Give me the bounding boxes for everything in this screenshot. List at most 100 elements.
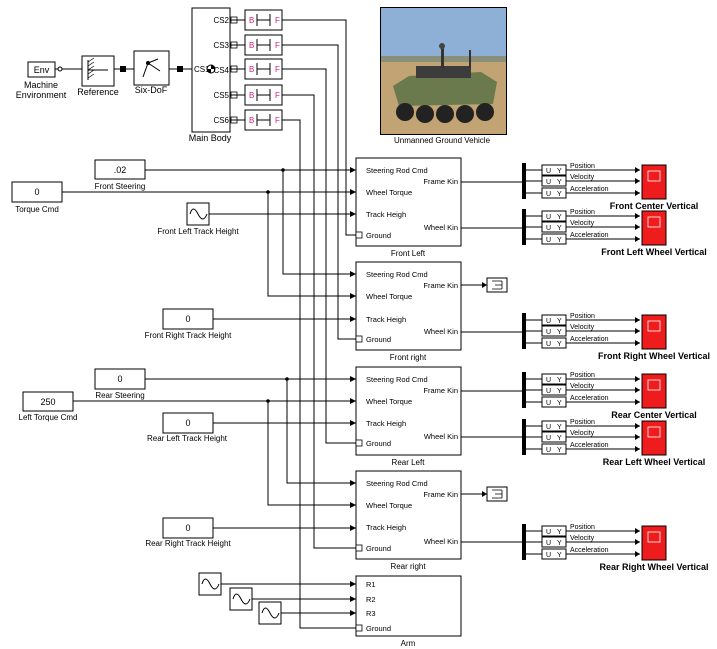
port-f-label: F bbox=[275, 116, 280, 125]
front-left-wheel-scope[interactable] bbox=[642, 211, 666, 245]
u-label: U bbox=[546, 424, 551, 431]
rear-center-scope[interactable] bbox=[642, 374, 666, 408]
left-torque-constant[interactable]: 250 bbox=[23, 392, 73, 411]
rear-left-subsystem[interactable]: Steering Rod Cmd Wheel Torque Track Heig… bbox=[356, 367, 461, 455]
rear-left-track-constant[interactable]: 0 bbox=[163, 413, 213, 433]
arm-r2-sine[interactable] bbox=[230, 588, 252, 610]
front-center-scope[interactable] bbox=[642, 165, 666, 199]
port-track-label: Track Heigh bbox=[366, 210, 406, 219]
front-right-track-constant[interactable]: 0 bbox=[163, 309, 213, 329]
port-steering-label: Steering Rod Cmd bbox=[366, 479, 428, 488]
port-b-label: B bbox=[249, 116, 254, 125]
front-right-subsystem[interactable]: Steering Rod Cmd Wheel Torque Track Heig… bbox=[356, 262, 461, 350]
u-label: U bbox=[546, 377, 551, 384]
arm-port-ground: Ground bbox=[366, 624, 391, 633]
demux-bar[interactable] bbox=[522, 209, 526, 245]
acceleration-label: Acceleration bbox=[570, 442, 609, 449]
velocity-label: Velocity bbox=[570, 430, 595, 437]
unmanned-ground-vehicle-photo bbox=[380, 7, 507, 135]
u-label: U bbox=[546, 388, 551, 395]
port-torque-label: Wheel Torque bbox=[366, 397, 412, 406]
reference-block[interactable] bbox=[82, 56, 114, 86]
velocity-label: Velocity bbox=[570, 535, 595, 542]
torque-cmd-constant[interactable]: 0 bbox=[12, 182, 62, 202]
machine-environment-block[interactable]: Env bbox=[28, 62, 55, 77]
acceleration-label: Acceleration bbox=[570, 336, 609, 343]
y-label: Y bbox=[557, 400, 562, 407]
cs2-label: CS2 bbox=[213, 16, 229, 25]
y-label: Y bbox=[557, 540, 562, 547]
front-steering-label: Front Steering bbox=[95, 182, 146, 191]
rear-left-wheel-scope[interactable] bbox=[642, 421, 666, 455]
port-wheel-label: Wheel Kin bbox=[424, 432, 458, 441]
port-ground-label: Ground bbox=[366, 231, 391, 240]
rear-steering-constant[interactable]: 0 bbox=[95, 369, 145, 389]
rear-right-subsystem[interactable]: Steering Rod Cmd Wheel Torque Track Heig… bbox=[356, 471, 461, 559]
u-label: U bbox=[546, 214, 551, 221]
demux-bar[interactable] bbox=[522, 372, 526, 408]
port-wheel-label: Wheel Kin bbox=[424, 223, 458, 232]
arm-r3-sine[interactable] bbox=[259, 602, 281, 624]
u-label: U bbox=[546, 237, 551, 244]
rear-right-track-constant[interactable]: 0 bbox=[163, 518, 213, 538]
port-b-label: B bbox=[249, 91, 254, 100]
rear-steering-value: 0 bbox=[117, 374, 122, 384]
port-b-label: B bbox=[249, 41, 254, 50]
demux-bar[interactable] bbox=[522, 524, 526, 560]
port-ground-label: Ground bbox=[366, 544, 391, 553]
front-right-label: Front right bbox=[390, 353, 427, 362]
front-left-track-sine[interactable] bbox=[187, 203, 209, 225]
port-torque-label: Wheel Torque bbox=[366, 501, 412, 510]
velocity-label: Velocity bbox=[570, 220, 595, 227]
torque-value: 0 bbox=[34, 187, 39, 197]
left-torque-label: Left Torque Cmd bbox=[19, 413, 78, 422]
front-steering-constant[interactable]: .02 bbox=[95, 160, 145, 179]
front-right-wheel-scope[interactable] bbox=[642, 315, 666, 349]
rear-left-track-label: Rear Left Track Height bbox=[147, 434, 228, 443]
six-dof-block[interactable] bbox=[134, 51, 169, 85]
vehicle-caption: Unmanned Ground Vehicle bbox=[394, 136, 491, 145]
acceleration-label: Acceleration bbox=[570, 547, 609, 554]
port-f-label: F bbox=[275, 16, 280, 25]
demux-bar[interactable] bbox=[522, 313, 526, 349]
u-label: U bbox=[546, 179, 551, 186]
y-label: Y bbox=[557, 237, 562, 244]
port-torque-label: Wheel Torque bbox=[366, 188, 412, 197]
main-body-label: Main Body bbox=[189, 133, 232, 143]
y-label: Y bbox=[557, 424, 562, 431]
torque-cmd-label: Torque Cmd bbox=[15, 205, 59, 214]
demux-bar[interactable] bbox=[522, 419, 526, 455]
port-track-label: Track Heigh bbox=[366, 315, 406, 324]
front-right-frame-terminator[interactable] bbox=[487, 278, 507, 292]
position-label: Position bbox=[570, 209, 595, 216]
rear-right-wheel-scope[interactable] bbox=[642, 526, 666, 560]
velocity-label: Velocity bbox=[570, 383, 595, 390]
position-label: Position bbox=[570, 524, 595, 531]
y-label: Y bbox=[557, 377, 562, 384]
arm-port-r3: R3 bbox=[366, 609, 376, 618]
position-label: Position bbox=[570, 372, 595, 379]
y-label: Y bbox=[557, 179, 562, 186]
port-track-label: Track Heigh bbox=[366, 523, 406, 532]
arm-r1-sine[interactable] bbox=[199, 573, 221, 595]
u-label: U bbox=[546, 225, 551, 232]
y-label: Y bbox=[557, 388, 562, 395]
environment-label: Environment bbox=[16, 90, 67, 100]
y-label: Y bbox=[557, 435, 562, 442]
position-label: Position bbox=[570, 419, 595, 426]
arm-subsystem[interactable]: R1 R2 R3 Ground bbox=[356, 576, 461, 636]
rear-right-track-label: Rear Right Track Height bbox=[145, 539, 231, 548]
position-label: Position bbox=[570, 163, 595, 170]
port-torque-label: Wheel Torque bbox=[366, 292, 412, 301]
rear-center-scope-title: Rear Center Vertical bbox=[611, 410, 697, 420]
front-left-subsystem[interactable]: Steering Rod Cmd Wheel Torque Track Heig… bbox=[356, 158, 461, 246]
rear-steering-label: Rear Steering bbox=[95, 391, 144, 400]
demux-bar[interactable] bbox=[522, 163, 526, 199]
port-steering-label: Steering Rod Cmd bbox=[366, 375, 428, 384]
scope-groups: UYPositionUYVelocityUYAccelerationFront … bbox=[461, 163, 710, 572]
rear-right-frame-terminator[interactable] bbox=[487, 487, 507, 501]
position-label: Position bbox=[570, 313, 595, 320]
front-left-label: Front Left bbox=[391, 249, 426, 258]
